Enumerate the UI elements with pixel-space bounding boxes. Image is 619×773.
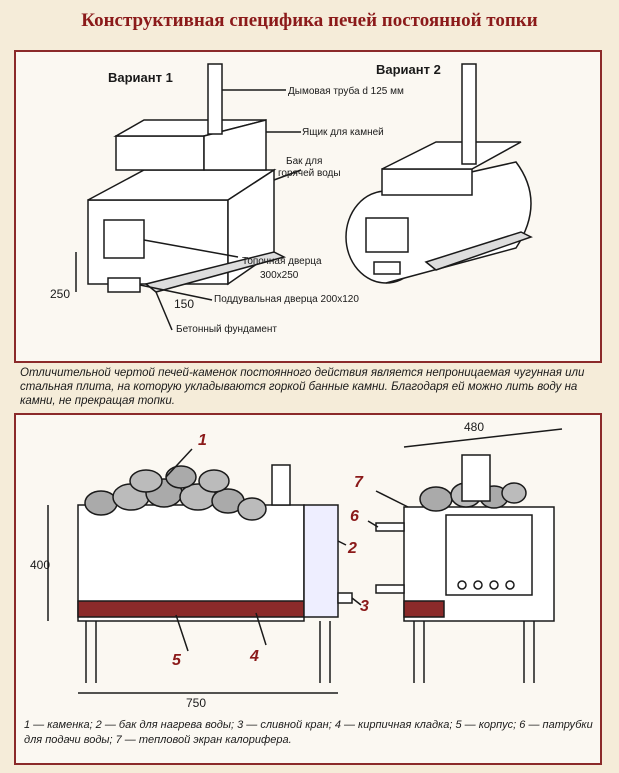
chimney-label: Дымовая труба d 125 мм [288,85,404,97]
dim-width: 750 [186,696,206,710]
page-title: Конструктивная специфика печей постоянно… [81,10,538,31]
fire-door-label-2: 300x250 [260,270,299,281]
ash-door-label: Поддувальная дверца 200x120 [214,294,359,305]
water-tank-label-1: Бак для [286,156,322,167]
bottom-diagram-panel: 1 2 3 4 5 6 7 750 400 480 1 — каменка; 2… [14,413,602,765]
legend-text: 1 — каменка; 2 — бак для нагрева воды; 3… [24,719,593,746]
marker-4: 4 [249,648,259,665]
dim-depth: 480 [464,420,484,434]
dim-150: 150 [174,297,194,311]
variant1-label: Вариант 1 [108,70,173,85]
water-tank-label-2: горячей воды [278,168,341,179]
marker-2: 2 [347,540,357,557]
marker-7: 7 [354,474,364,491]
caption-text: Отличительной чертой печей-каменок посто… [20,367,585,407]
dim-height: 400 [30,558,50,572]
stove-variants-drawing: Вариант 1 Вариант 2 Дымовая труба d 125 … [50,62,533,335]
marker-5: 5 [172,652,182,669]
marker-1: 1 [198,432,207,449]
stove-section-drawing: 1 2 3 4 5 6 7 750 400 480 [30,420,563,710]
fire-door-label-1: Топочная дверца [242,256,322,267]
variant2-label: Вариант 2 [376,62,441,77]
marker-6: 6 [350,508,359,525]
top-diagram-panel: Вариант 1 Вариант 2 Дымовая труба d 125 … [14,50,602,363]
marker-3: 3 [360,598,369,615]
foundation-label: Бетонный фундамент [176,323,277,335]
stone-box-label: Ящик для камней [302,127,384,138]
dim-250: 250 [50,287,70,301]
